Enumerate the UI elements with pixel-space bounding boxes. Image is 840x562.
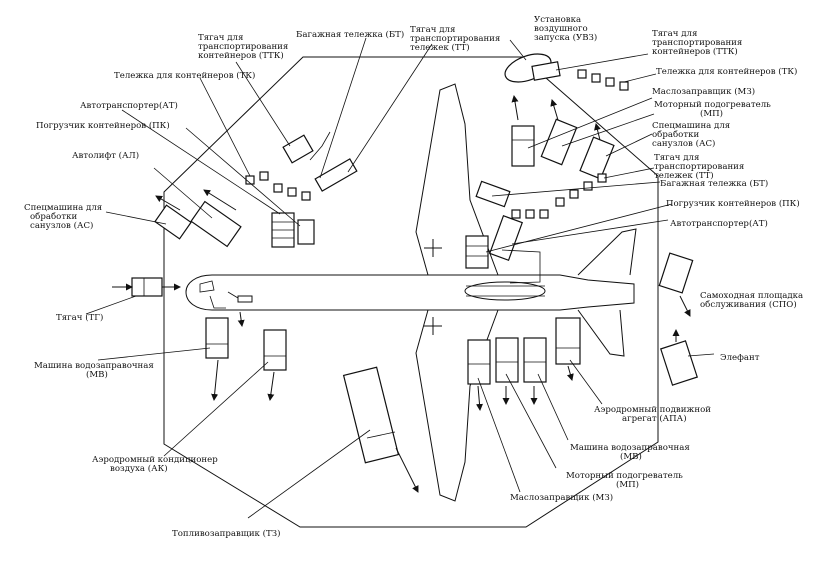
label-mv-left: Машина водозаправочная(МВ): [34, 361, 154, 380]
vehicle-mz-bottom: [467, 339, 491, 385]
vehicle-mz-top: [511, 125, 535, 167]
wing-crosshair-lower: [424, 317, 442, 335]
label-al: Автолифт (АЛ): [72, 150, 139, 161]
vehicle-mp-top: [540, 118, 578, 166]
vehicle-tg: [131, 277, 163, 297]
movement-arrows: [112, 95, 691, 493]
vehicle-mp-bottom: [495, 337, 519, 383]
aircraft-tail-upper: [577, 228, 637, 276]
vehicle-at-left: [297, 219, 315, 245]
vehicle-ttk-left: [282, 134, 314, 164]
aircraft-engine: [464, 281, 546, 301]
vehicle-tz: [342, 366, 400, 464]
vehicle-ak: [263, 329, 287, 371]
catering-dock-right: [501, 249, 541, 284]
service-gear-left: [209, 295, 226, 309]
stand-boundary: [163, 56, 659, 528]
label-pk-right: Погрузчик контейнеров (ПК): [666, 198, 800, 209]
nose-cable: [227, 291, 239, 299]
vehicle-at-right: [488, 215, 524, 261]
label-tz: Топливозаправщик (ТЗ): [172, 528, 280, 539]
ground-power-connector: [237, 295, 253, 303]
vehicle-as-right: [579, 136, 615, 180]
label-elefant: Элефант: [720, 353, 760, 363]
wing-crosshair-upper: [424, 239, 442, 257]
vehicle-tt-top: [314, 158, 358, 192]
aircraft-tail-lower: [577, 309, 625, 357]
label-bt-right: Багажная тележка (БТ): [660, 178, 768, 189]
label-bt-top: Багажная тележка (БТ): [296, 29, 404, 40]
label-mp-bottom: Моторный подогреватель(МП): [566, 471, 683, 490]
vehicle-elefant: [660, 340, 698, 386]
vehicle-pk-right: [465, 235, 489, 269]
vehicle-mv-right: [523, 337, 547, 383]
label-tg: Тягач (ТГ): [56, 312, 103, 323]
vehicle-spo: [658, 252, 694, 294]
label-at-left: Автотранспортер(АТ): [80, 100, 178, 111]
label-tk-right: Тележка для контейнеров (ТК): [656, 66, 797, 77]
vehicle-ttk-right: [531, 61, 561, 81]
label-tk-left: Тележка для контейнеров (ТК): [114, 70, 255, 81]
vehicle-tt-right-train: [475, 173, 607, 219]
vehicle-tk-left-train: [245, 171, 311, 201]
vehicle-tk-right-train: [577, 69, 629, 91]
vehicle-bt-top-path: [309, 131, 331, 161]
aircraft-wing-lower: [415, 309, 499, 502]
label-mz-bottom: Маслозаправщик (МЗ): [510, 492, 613, 503]
label-mv-right: Машина водозаправочная(МВ): [570, 443, 690, 462]
aircraft-wing-upper: [415, 83, 499, 276]
label-pk-left: Погрузчик контейнеров (ПК): [36, 120, 170, 131]
vehicle-al: [190, 200, 242, 248]
aircraft-fuselage: [185, 274, 635, 311]
leader-lines: [85, 37, 715, 519]
aircraft: [185, 83, 637, 502]
vehicle-mv-left: [205, 317, 229, 359]
vehicle-as-left: [154, 204, 192, 240]
vehicle-apa: [555, 317, 581, 365]
aircraft-cockpit: [199, 280, 215, 293]
label-at-right: Автотранспортер(АТ): [670, 218, 768, 229]
label-mz-right: Маслозаправщик (МЗ): [652, 86, 755, 97]
label-mp-top: Моторный подогреватель(МП): [654, 100, 771, 119]
